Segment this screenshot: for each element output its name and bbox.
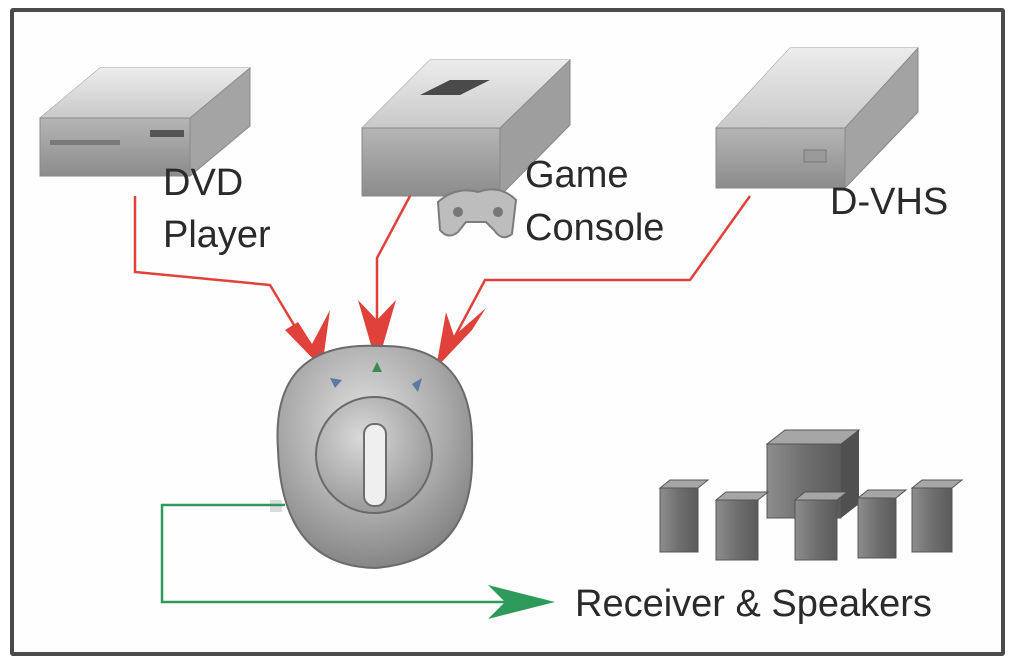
console-label-line1: Game xyxy=(525,154,628,196)
output-arrowhead xyxy=(488,585,555,619)
output-arrow xyxy=(160,503,555,619)
input-arrows xyxy=(133,195,752,356)
input-arrowheads xyxy=(285,300,486,368)
game-controller-icon xyxy=(436,188,518,239)
output-arrow-line xyxy=(160,503,520,604)
dvhs-arrowhead xyxy=(436,308,486,368)
dvd-label-line2: Player xyxy=(163,214,271,256)
dvd-arrow-line xyxy=(133,196,314,356)
dvhs-arrow-line xyxy=(443,195,752,356)
dvd-label-line1: DVD xyxy=(163,162,243,204)
console-arrowhead xyxy=(358,300,396,366)
dvhs-label: D-VHS xyxy=(830,181,948,223)
d-vhs-icon xyxy=(715,46,919,190)
speakers-icon xyxy=(658,429,964,561)
receiver-speakers-label: Receiver & Speakers xyxy=(575,583,932,625)
console-arrow-line xyxy=(375,195,412,350)
console-label-line2: Console xyxy=(525,207,664,249)
dvd-arrowhead xyxy=(285,310,330,368)
selector-switch-icon xyxy=(270,344,474,570)
dvd-player-icon xyxy=(39,66,251,178)
game-console-icon xyxy=(361,58,571,198)
